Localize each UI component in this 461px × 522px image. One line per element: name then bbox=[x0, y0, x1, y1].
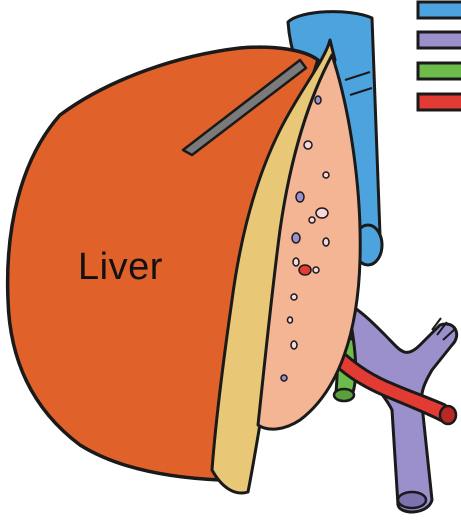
legend-swatch-purple bbox=[418, 32, 461, 48]
legend-swatch-red bbox=[418, 94, 461, 110]
liver-label: Liver bbox=[78, 246, 163, 289]
legend bbox=[418, 2, 461, 110]
legend-swatch-green bbox=[418, 63, 461, 79]
legend-swatch-blue bbox=[418, 2, 461, 18]
